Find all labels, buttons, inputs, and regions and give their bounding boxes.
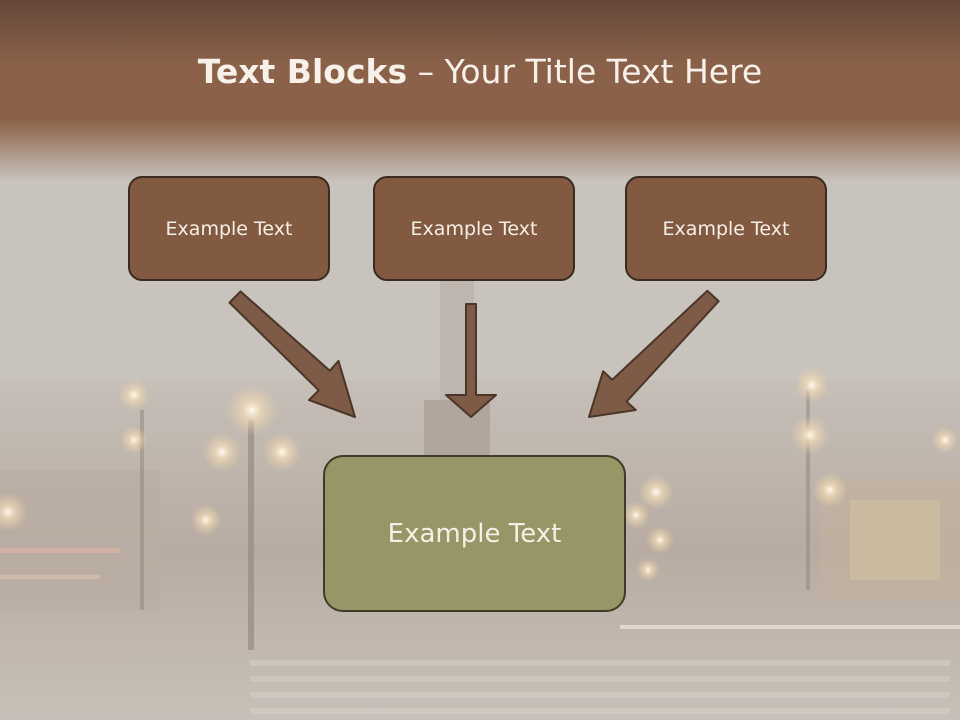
arrow-down-icon <box>445 303 497 418</box>
text-block-right[interactable]: Example Text <box>625 176 827 281</box>
title-rest: Your Title Text Here <box>444 52 763 91</box>
text-block-left-label: Example Text <box>165 217 293 240</box>
text-block-center[interactable]: Example Text <box>373 176 575 281</box>
text-block-left[interactable]: Example Text <box>128 176 330 281</box>
arrow-down-left-icon <box>588 289 720 418</box>
title-dash: – <box>417 52 435 91</box>
arrow-down-right-icon <box>228 290 356 418</box>
text-block-right-label: Example Text <box>662 217 790 240</box>
text-block-center-label: Example Text <box>410 217 538 240</box>
result-block[interactable]: Example Text <box>323 455 626 612</box>
result-block-label: Example Text <box>387 518 562 549</box>
title-bold: Text Blocks <box>197 52 408 91</box>
slide-title: Text Blocks – Your Title Text Here <box>0 52 960 91</box>
